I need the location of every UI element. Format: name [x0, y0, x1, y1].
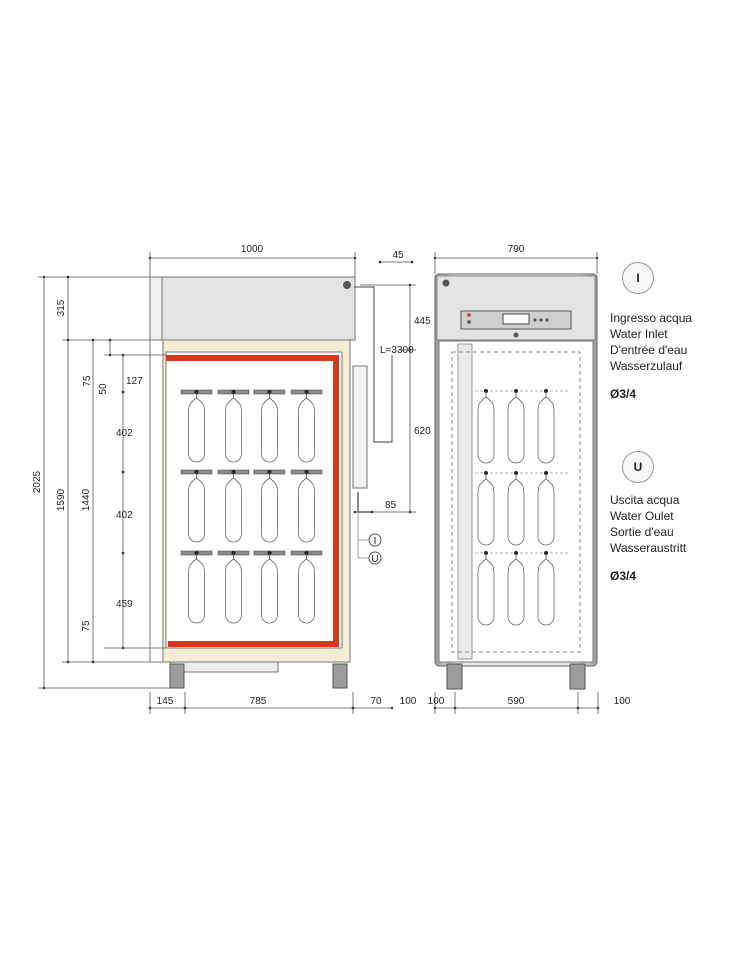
side-bottom-tray: [169, 661, 279, 673]
dim-inner-402b: 402: [116, 510, 133, 521]
front-screw-icon: [442, 279, 450, 287]
dim-cable-length: L=3300: [380, 345, 414, 356]
side-bottle: [298, 392, 315, 463]
dim-top-height: 315: [56, 299, 67, 316]
outlet-line-en: Water Oulet: [610, 509, 674, 523]
dim-bottom-145: 145: [157, 696, 174, 707]
inlet-legend: Ingresso acqua Water Inlet D'entrée d'ea…: [610, 310, 745, 402]
front-bottle: [477, 553, 495, 626]
inlet-badge: I: [622, 262, 654, 294]
outlet-badge: U: [622, 451, 654, 483]
inlet-marker-label: I: [374, 536, 377, 547]
dim-inner-top-75: 75: [82, 375, 93, 387]
outlet-legend: Uscita acqua Water Oulet Sortie d'eau Wa…: [610, 492, 745, 584]
dim-front-width: 790: [508, 244, 525, 255]
inlet-spec: Ø3/4: [610, 387, 637, 401]
dim-inner-127: 127: [126, 376, 143, 387]
inlet-line-fr: D'entrée d'eau: [610, 343, 688, 357]
dim-right-620: 620: [414, 426, 431, 437]
side-bottle: [225, 392, 242, 463]
side-water-pipe: [357, 492, 372, 513]
dim-bottom-785: 785: [250, 696, 267, 707]
side-screw-icon: [343, 281, 351, 289]
side-bottle: [261, 472, 278, 543]
front-control-area: [436, 275, 596, 341]
front-bottle: [507, 391, 525, 464]
side-view: I U: [149, 276, 393, 689]
outlet-line-de: Wasseraustritt: [610, 541, 687, 555]
dim-inner-50: 50: [98, 383, 109, 395]
outlet-marker-label: U: [371, 554, 378, 565]
side-foot-right: [332, 663, 348, 689]
side-door: [149, 339, 164, 663]
dim-front-bottom-left: 100: [428, 696, 445, 707]
front-bottle: [507, 473, 525, 546]
front-bottle: [477, 391, 495, 464]
side-bottle: [298, 553, 315, 624]
side-bottle: [188, 472, 205, 543]
front-bottle: [477, 473, 495, 546]
front-bottle: [537, 391, 555, 464]
dim-front-bottom-middle: 590: [508, 696, 525, 707]
front-foot-right: [569, 663, 586, 690]
front-inner-outline: [451, 351, 581, 653]
control-button-4[interactable]: [539, 318, 543, 322]
side-heater: [166, 355, 339, 647]
dim-total-height: 2025: [32, 470, 43, 493]
dim-inner-height: 1440: [81, 488, 92, 511]
side-bottle: [188, 553, 205, 624]
control-button-3[interactable]: [533, 318, 537, 322]
front-lock-icon: [513, 332, 519, 338]
dim-inner-402a: 402: [116, 428, 133, 439]
dim-right-445: 445: [414, 316, 431, 327]
front-foot-left: [446, 663, 463, 690]
side-racks: [180, 389, 323, 624]
control-button-2[interactable]: [467, 320, 471, 324]
front-bottle: [507, 553, 525, 626]
side-bottle: [261, 553, 278, 624]
side-top-edge: [149, 276, 163, 341]
dim-side-width: 1000: [241, 244, 264, 255]
dim-front-bottom-right: 100: [614, 696, 631, 707]
outlet-line-it: Uscita acqua: [610, 493, 680, 507]
side-top-unit: [149, 276, 356, 341]
side-panel-box: [352, 365, 368, 489]
side-bottle: [261, 392, 278, 463]
front-racks: [475, 389, 570, 626]
inlet-line-de: Wasserzulauf: [610, 359, 683, 373]
control-button-5[interactable]: [545, 318, 549, 322]
side-bottle: [298, 472, 315, 543]
inlet-line-en: Water Inlet: [610, 327, 668, 341]
outlet-line-fr: Sortie d'eau: [610, 525, 674, 539]
dim-inner-459: 459: [116, 599, 133, 610]
control-display: [502, 313, 530, 325]
front-door-handle[interactable]: [457, 343, 473, 660]
control-button-1[interactable]: [467, 313, 471, 317]
dim-bottom-70: 70: [370, 696, 382, 707]
side-dimension-lines: [38, 252, 416, 714]
side-foot-left: [169, 663, 185, 689]
side-cable: [354, 286, 393, 443]
side-bottle: [225, 472, 242, 543]
dim-bottom-100: 100: [400, 696, 417, 707]
side-bottle: [225, 553, 242, 624]
dim-inner-bottom-75: 75: [81, 620, 92, 632]
dim-right-85: 85: [385, 500, 397, 511]
inlet-line-it: Ingresso acqua: [610, 311, 693, 325]
front-bottle: [537, 553, 555, 626]
side-bottle: [188, 392, 205, 463]
front-dimension-lines: [433, 252, 600, 714]
dim-side-right-gap: 45: [392, 250, 404, 261]
front-view: [434, 273, 598, 690]
front-bottle: [537, 473, 555, 546]
outlet-spec: Ø3/4: [610, 569, 637, 583]
dim-body-height: 1590: [56, 488, 67, 511]
